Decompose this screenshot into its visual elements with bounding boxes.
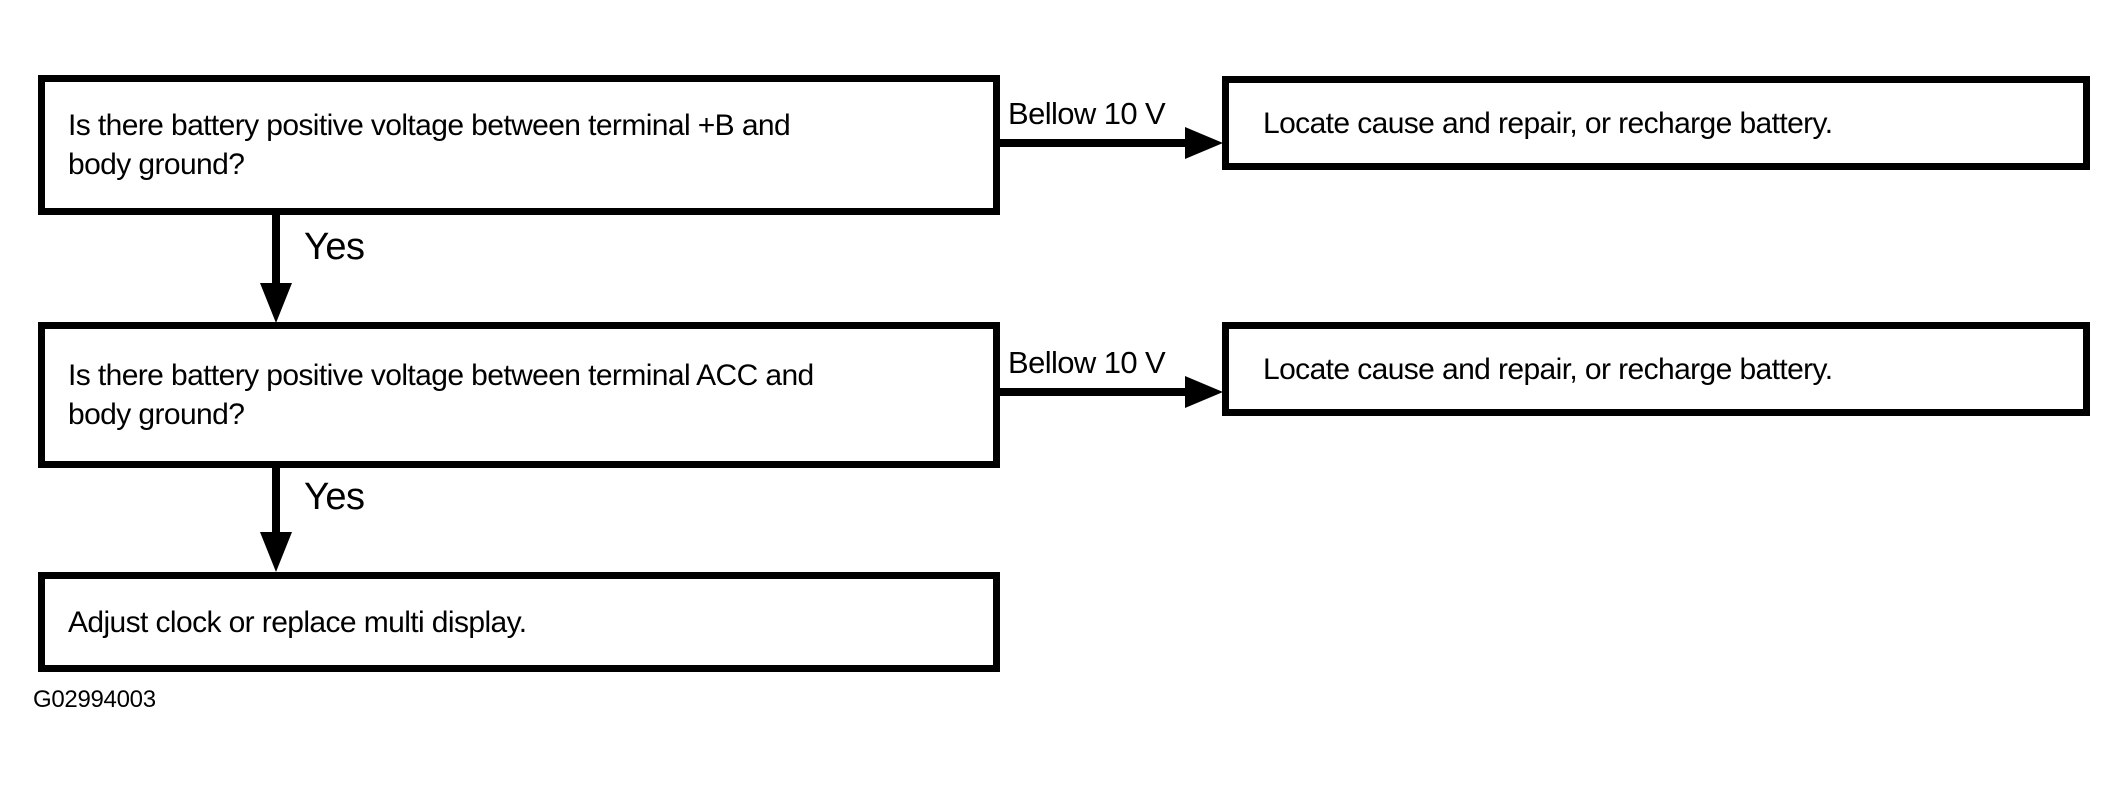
arrowhead-right-icon [1185, 127, 1223, 159]
answer-box-recharge-1: Locate cause and repair, or recharge bat… [1222, 76, 2090, 170]
question-box-terminal-b: Is there battery positive voltage betwee… [38, 75, 1000, 215]
question-box-terminal-acc-line1: Is there battery positive voltage betwee… [68, 359, 814, 392]
action-box-adjust-clock-text: Adjust clock or replace multi display. [68, 605, 527, 639]
edge-label-yes-1: Yes [304, 226, 365, 268]
action-box-adjust-clock: Adjust clock or replace multi display. [38, 572, 1000, 672]
question-box-terminal-b-line1: Is there battery positive voltage betwee… [68, 109, 791, 142]
arrowhead-down-icon [260, 532, 292, 572]
edge-line-q2-a2 [993, 388, 1187, 396]
figure-id-caption: G02994003 [33, 686, 156, 713]
edge-label-below10v-1: Bellow 10 V [1008, 96, 1166, 131]
answer-box-recharge-2: Locate cause and repair, or recharge bat… [1222, 322, 2090, 416]
edge-line-q2-q3 [272, 464, 280, 536]
question-box-terminal-b-line2: body ground? [68, 148, 245, 181]
arrowhead-right-icon [1185, 376, 1223, 408]
arrowhead-down-icon [260, 283, 292, 323]
edge-line-q1-q2 [272, 211, 280, 286]
question-box-terminal-acc: Is there battery positive voltage betwee… [38, 322, 1000, 468]
edge-line-q1-a1 [993, 139, 1187, 147]
answer-box-recharge-2-text: Locate cause and repair, or recharge bat… [1263, 352, 1833, 386]
answer-box-recharge-1-text: Locate cause and repair, or recharge bat… [1263, 106, 1833, 140]
question-box-terminal-acc-line2: body ground? [68, 398, 245, 431]
edge-label-yes-2: Yes [304, 476, 365, 518]
edge-label-below10v-2: Bellow 10 V [1008, 345, 1166, 380]
